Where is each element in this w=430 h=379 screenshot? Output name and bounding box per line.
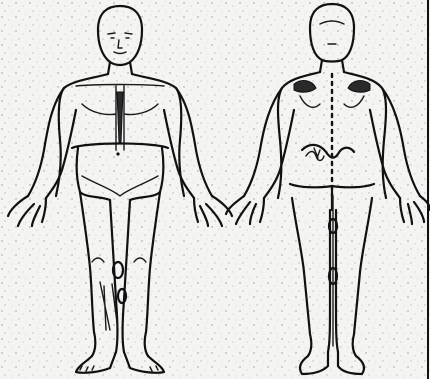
body-diagram-sheet [0, 0, 430, 379]
body-diagram [0, 0, 430, 379]
paper-background [0, 0, 430, 379]
